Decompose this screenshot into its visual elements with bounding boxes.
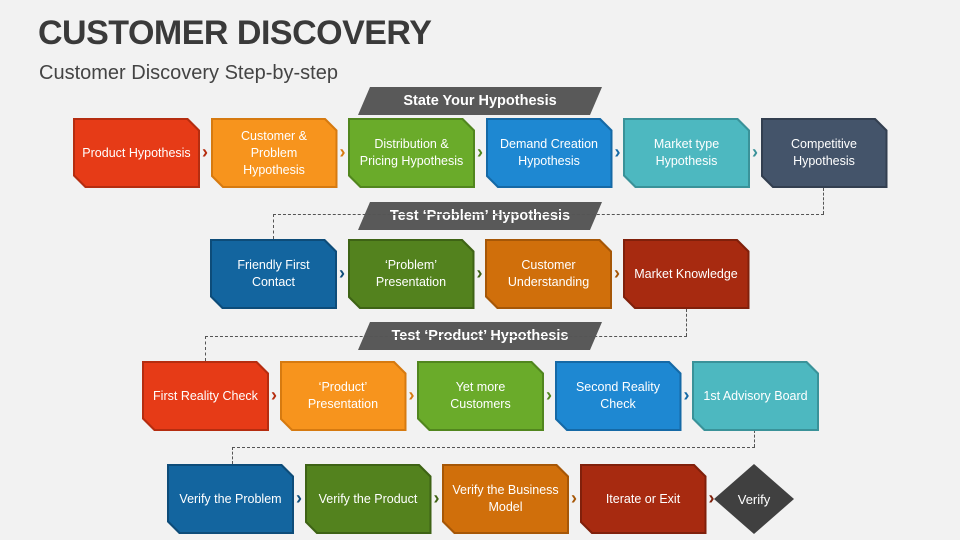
- step-label: Verify the Product: [307, 466, 430, 532]
- chevron-right-icon: ›: [296, 488, 302, 508]
- step-label: Market Knowledge: [625, 241, 748, 307]
- page-title: CUSTOMER DISCOVERY: [38, 14, 432, 52]
- page-subtitle: Customer Discovery Step-by-step: [39, 62, 338, 84]
- step-label: Second Reality Check: [557, 363, 680, 429]
- step-label: ‘Problem’ Presentation: [350, 241, 473, 307]
- final-verify-diamond: Verify: [714, 464, 794, 534]
- connector-line: [273, 214, 824, 215]
- step-box: Customer Understanding: [485, 239, 612, 309]
- step-box: Competitive Hypothesis: [761, 118, 888, 188]
- connector-line: [232, 447, 233, 464]
- step-box: Friendly First Contact: [210, 239, 337, 309]
- step-label: Verify the Problem: [169, 466, 292, 532]
- stage-banner-test-problem: Test ‘Problem’ Hypothesis: [358, 202, 602, 230]
- connector-line: [232, 447, 755, 448]
- step-label: Customer & Problem Hypothesis: [213, 120, 336, 186]
- step-label: Friendly First Contact: [212, 241, 335, 307]
- step-box: First Reality Check: [142, 361, 269, 431]
- chevron-right-icon: ›: [271, 385, 277, 405]
- connector-line: [205, 336, 687, 337]
- step-box: ‘Product’ Presentation: [280, 361, 407, 431]
- step-label: 1st Advisory Board: [694, 363, 817, 429]
- chevron-right-icon: ›: [708, 488, 715, 508]
- chevron-right-icon: ›: [683, 385, 690, 405]
- step-box: Demand Creation Hypothesis: [486, 118, 613, 188]
- step-box: ‘Problem’ Presentation: [348, 239, 475, 309]
- step-label: Customer Understanding: [487, 241, 610, 307]
- connector-line: [205, 336, 206, 361]
- step-box: Market type Hypothesis: [623, 118, 750, 188]
- step-box: Verify the Business Model: [442, 464, 569, 534]
- step-box: Yet more Customers: [417, 361, 544, 431]
- step-box: Verify the Problem: [167, 464, 294, 534]
- step-box: 1st Advisory Board: [692, 361, 819, 431]
- chevron-right-icon: ›: [571, 488, 577, 508]
- step-label: Product Hypothesis: [75, 120, 198, 186]
- step-label: Demand Creation Hypothesis: [488, 120, 611, 186]
- chevron-right-icon: ›: [476, 263, 483, 283]
- step-label: Competitive Hypothesis: [763, 120, 886, 186]
- connector-line: [754, 430, 755, 447]
- step-box: Customer & Problem Hypothesis: [211, 118, 338, 188]
- chevron-right-icon: ›: [477, 142, 483, 162]
- chevron-right-icon: ›: [546, 385, 552, 405]
- step-box: Verify the Product: [305, 464, 432, 534]
- chevron-right-icon: ›: [408, 385, 415, 405]
- connector-line: [273, 214, 274, 239]
- chevron-right-icon: ›: [614, 142, 621, 162]
- chevron-right-icon: ›: [339, 263, 345, 283]
- chevron-right-icon: ›: [202, 142, 208, 162]
- step-label: Yet more Customers: [419, 363, 542, 429]
- connector-line: [686, 309, 687, 336]
- step-label: Market type Hypothesis: [625, 120, 748, 186]
- step-box: Iterate or Exit: [580, 464, 707, 534]
- step-label: Verify the Business Model: [444, 466, 567, 532]
- step-box: Second Reality Check: [555, 361, 682, 431]
- chevron-right-icon: ›: [614, 263, 620, 283]
- step-label: Distribution & Pricing Hypothesis: [350, 120, 473, 186]
- step-box: Product Hypothesis: [73, 118, 200, 188]
- chevron-right-icon: ›: [433, 488, 440, 508]
- step-label: ‘Product’ Presentation: [282, 363, 405, 429]
- step-label: Iterate or Exit: [582, 466, 705, 532]
- chevron-right-icon: ›: [339, 142, 346, 162]
- step-box: Distribution & Pricing Hypothesis: [348, 118, 475, 188]
- stage-banner-state-hypothesis: State Your Hypothesis: [358, 87, 602, 115]
- step-label: First Reality Check: [144, 363, 267, 429]
- chevron-right-icon: ›: [752, 142, 758, 162]
- connector-line: [823, 188, 824, 214]
- step-box: Market Knowledge: [623, 239, 750, 309]
